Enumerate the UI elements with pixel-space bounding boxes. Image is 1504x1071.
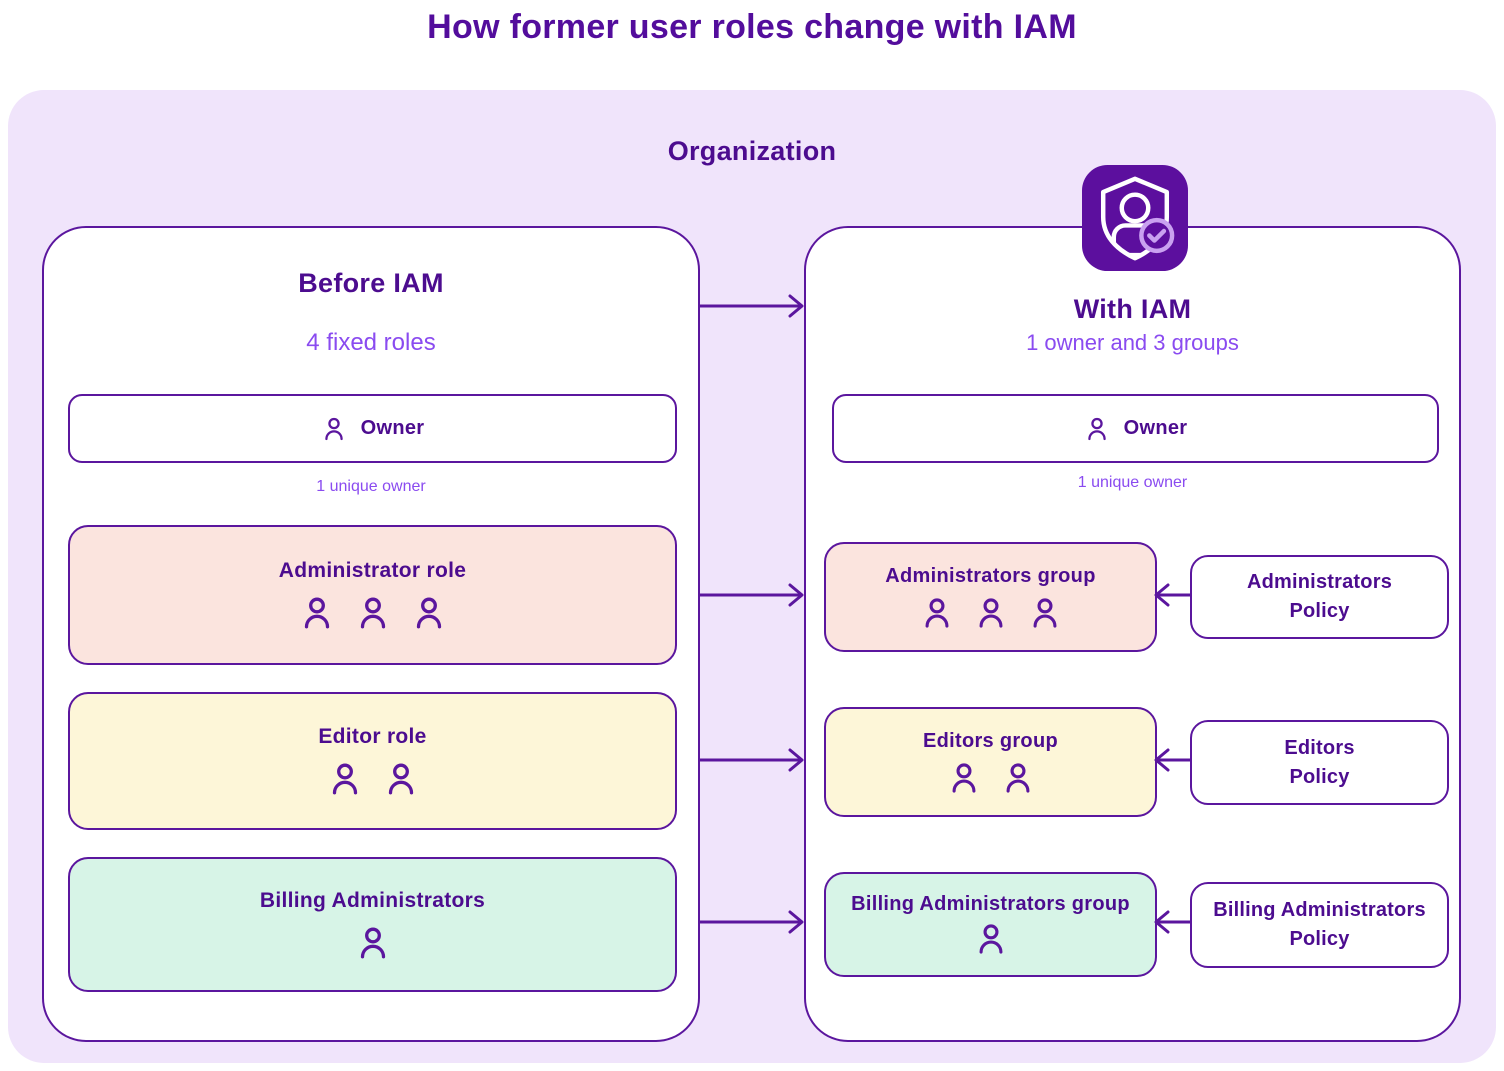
billing-administrators-label: Billing Administrators: [259, 888, 486, 912]
shield-user-check-icon: [1082, 165, 1188, 271]
billing-policy-arrow: [1154, 910, 1190, 934]
user-icon: [1001, 761, 1035, 795]
billing-administrators-group-label: Billing Administrators group: [851, 893, 1130, 915]
billing-to-group-arrow: [700, 910, 804, 934]
editors-policy-line2: Policy: [1289, 765, 1350, 788]
administrators-policy-line1: Administrators: [1246, 571, 1393, 593]
before-iam-subtitle: 4 fixed roles: [306, 329, 436, 356]
before-to-after-arrow-top: [700, 294, 804, 318]
editors-group-box: Editors group: [824, 707, 1157, 817]
billing-administrators-members: [355, 925, 391, 961]
user-icon: [299, 595, 335, 631]
before-owner-box: Owner: [68, 394, 677, 463]
billing-administrators-policy-box: Billing Administrators Policy: [1190, 882, 1449, 968]
before-owner-note: 1 unique owner: [316, 478, 426, 495]
administrators-policy-box: Administrators Policy: [1190, 555, 1449, 639]
administrators-group-label: Administrators group: [885, 564, 1096, 587]
administrator-role-members: [299, 595, 447, 631]
billing-administrators-group-members: [974, 922, 1008, 956]
user-icon: [355, 925, 391, 961]
editors-policy-box: Editors Policy: [1190, 720, 1449, 805]
with-iam-panel: With IAM 1 owner and 3 groups Owner 1 un…: [804, 165, 1461, 1042]
user-icon: [355, 595, 391, 631]
organization-label: Organization: [667, 136, 837, 166]
editors-group-members: [947, 761, 1035, 795]
billing-administrators-box: Billing Administrators: [68, 857, 677, 992]
with-iam-subtitle: 1 owner and 3 groups: [1026, 330, 1239, 355]
user-icon: [947, 761, 981, 795]
with-iam-title: With IAM: [1073, 294, 1192, 324]
before-owner-label: Owner: [360, 417, 425, 439]
user-icon: [920, 596, 954, 630]
before-iam-panel: Before IAM 4 fixed roles Owner 1 unique …: [42, 226, 700, 1042]
user-icon: [321, 416, 347, 442]
administrators-group-members: [920, 596, 1062, 630]
administrators-policy-arrow: [1154, 583, 1190, 607]
administrator-role-label: Administrator role: [278, 559, 467, 582]
user-icon: [974, 922, 1008, 956]
billing-administrators-policy-line1: Billing Administrators: [1213, 899, 1426, 921]
user-icon: [974, 596, 1008, 630]
editors-group-label: Editors group: [922, 729, 1058, 752]
editor-role-label: Editor role: [318, 725, 427, 748]
editor-role-box: Editor role: [68, 692, 677, 830]
user-icon: [1084, 416, 1110, 442]
page-title: How former user roles change with IAM: [427, 8, 1077, 46]
user-icon: [327, 761, 363, 797]
user-icon: [1028, 596, 1062, 630]
administrators-policy-line2: Policy: [1289, 600, 1350, 622]
user-icon: [411, 595, 447, 631]
before-iam-title: Before IAM: [298, 268, 444, 298]
editors-policy-line1: Editors: [1284, 736, 1355, 759]
after-owner-box: Owner: [832, 394, 1439, 463]
administrator-role-box: Administrator role: [68, 525, 677, 665]
billing-administrators-policy-line2: Policy: [1289, 928, 1350, 950]
administrator-to-group-arrow: [700, 583, 804, 607]
administrators-group-box: Administrators group: [824, 542, 1157, 652]
after-owner-label: Owner: [1123, 417, 1188, 439]
editor-role-members: [327, 761, 419, 797]
billing-administrators-group-box: Billing Administrators group: [824, 872, 1157, 977]
editor-to-group-arrow: [700, 748, 804, 772]
editors-policy-arrow: [1154, 748, 1190, 772]
user-icon: [383, 761, 419, 797]
after-owner-note: 1 unique owner: [1077, 474, 1188, 491]
